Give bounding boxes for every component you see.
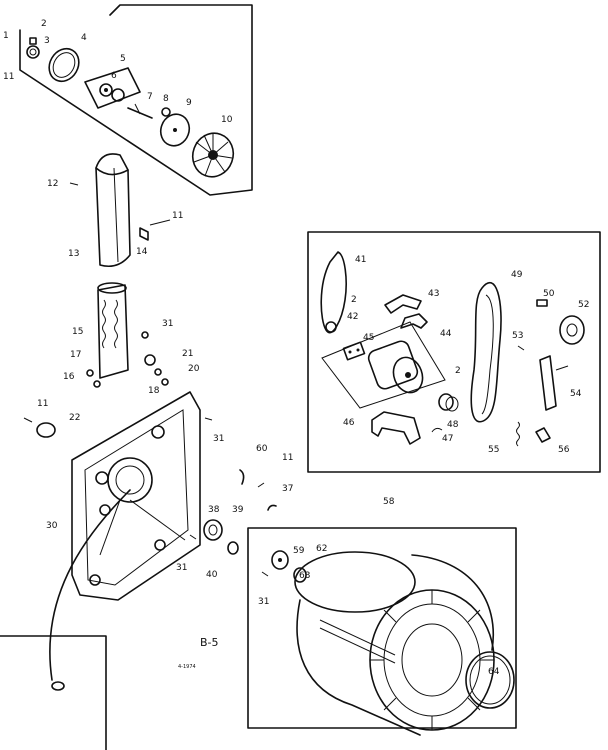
callout-50: 50	[543, 289, 555, 299]
callout-39: 39	[232, 505, 244, 515]
callout-42: 42	[347, 312, 358, 322]
blower-assembly-panel	[19, 4, 253, 196]
callout-49: 49	[511, 270, 523, 280]
callout-54: 54	[570, 389, 582, 399]
callout-17: 17	[70, 350, 81, 360]
bracket-part	[384, 294, 422, 314]
callout-1: 1	[3, 31, 9, 41]
callout-11-left: 11	[37, 399, 48, 409]
callout-14: 14	[136, 247, 148, 257]
callout-38: 38	[208, 505, 220, 515]
belt-part	[320, 251, 347, 334]
callout-3: 3	[44, 36, 50, 46]
callout-31-drum: 31	[258, 597, 269, 607]
exhaust-duct	[69, 153, 171, 268]
washer-part	[161, 107, 171, 117]
callout-7: 7	[147, 92, 153, 102]
callout-5: 5	[120, 54, 126, 64]
callout-46: 46	[343, 418, 355, 428]
callout-40: 40	[206, 570, 218, 580]
plug-part	[36, 422, 56, 438]
callout-11-pulley: 11	[282, 453, 293, 463]
disc-part	[159, 113, 191, 147]
rear-bulkhead	[23, 391, 213, 681]
drive-belt	[470, 281, 502, 423]
callout-59: 59	[293, 546, 305, 556]
spring-part	[516, 421, 520, 447]
callout-45: 45	[363, 333, 374, 343]
switch-part	[342, 341, 366, 361]
callout-labels: 1 2 3 4 5 6 7 8 9 10 11 12 11 13 14 15 3…	[3, 19, 589, 677]
callout-43: 43	[428, 289, 439, 299]
callout-44: 44	[440, 329, 452, 339]
callout-31-bottom: 31	[176, 563, 187, 573]
bulkhead-opening	[107, 457, 153, 503]
figure-code: 4-1974	[178, 664, 196, 670]
callout-63: 63	[299, 571, 310, 581]
pulley-parts	[189, 469, 277, 555]
ring-part	[48, 47, 80, 83]
callout-48: 48	[447, 420, 459, 430]
heater-housing	[86, 282, 169, 388]
callout-2: 2	[41, 19, 47, 29]
idler-bracket	[539, 355, 557, 411]
callout-55: 55	[488, 445, 499, 455]
callout-11-top: 11	[3, 72, 14, 82]
drum-panel-border	[247, 527, 517, 729]
callout-10: 10	[221, 115, 233, 125]
callout-52: 52	[578, 300, 589, 310]
callout-22: 22	[69, 413, 80, 423]
callout-15: 15	[72, 327, 83, 337]
callout-62: 62	[316, 544, 327, 554]
callout-16: 16	[63, 372, 75, 382]
bearing-part	[26, 45, 40, 59]
callout-9: 9	[186, 98, 192, 108]
callout-12: 12	[47, 179, 58, 189]
callout-41: 41	[355, 255, 366, 265]
callout-31-right: 31	[213, 434, 224, 444]
motor-panel	[307, 231, 601, 473]
callout-47: 47	[442, 434, 453, 444]
figure-label: B-5	[200, 636, 219, 649]
callout-31-heater: 31	[162, 319, 173, 329]
screw-part	[29, 37, 37, 45]
callout-37: 37	[282, 484, 293, 494]
callout-4: 4	[81, 33, 87, 43]
housing-plate	[84, 67, 141, 109]
callout-56: 56	[558, 445, 570, 455]
drum-seal	[465, 651, 515, 709]
callout-60: 60	[256, 444, 268, 454]
callout-21: 21	[182, 349, 193, 359]
dryer-drum	[247, 527, 517, 736]
callout-2-pulley: 2	[455, 366, 461, 376]
callout-20: 20	[188, 364, 200, 374]
bottom-left-panel	[0, 635, 107, 750]
callout-58: 58	[383, 497, 395, 507]
callout-53: 53	[512, 331, 523, 341]
callout-11-duct: 11	[172, 211, 183, 221]
motor-mount	[371, 411, 421, 445]
callout-6: 6	[111, 71, 117, 81]
callout-64: 64	[488, 667, 500, 677]
callout-30: 30	[46, 521, 58, 531]
callout-8: 8	[163, 94, 169, 104]
motor-part	[367, 340, 419, 390]
callout-18: 18	[148, 386, 160, 396]
motor-panel-border	[307, 231, 601, 473]
callout-13: 13	[68, 249, 79, 259]
callout-2-motor: 2	[351, 295, 357, 305]
